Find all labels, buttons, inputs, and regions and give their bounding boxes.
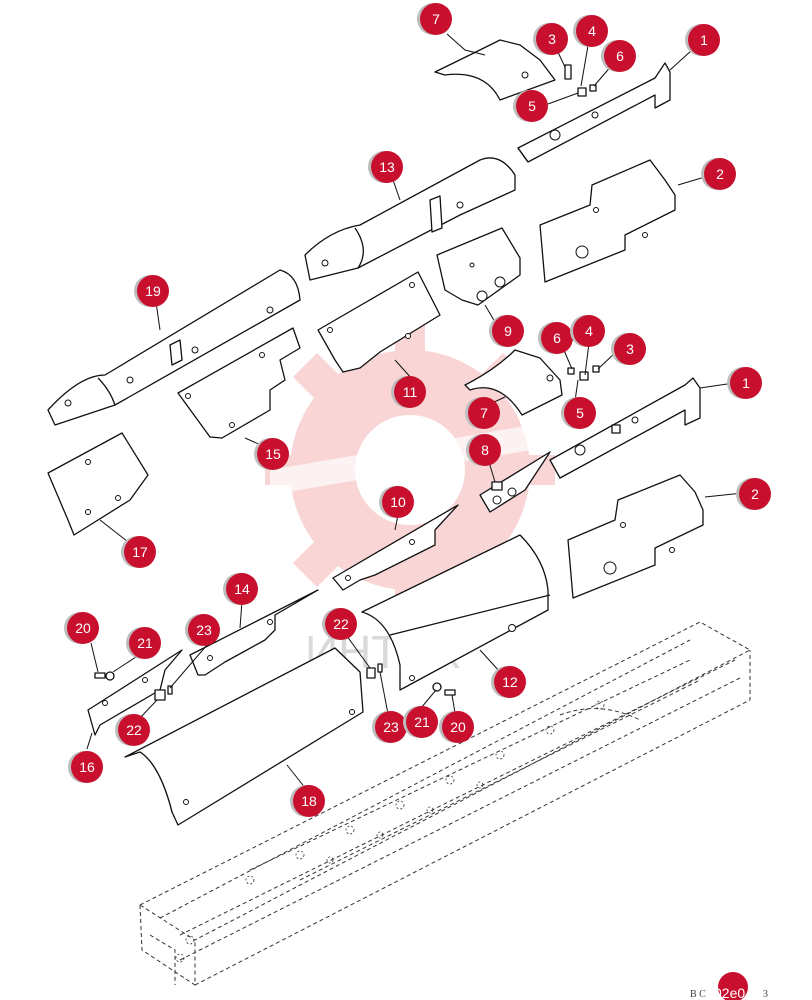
callout-21: 21 [126, 627, 161, 659]
svg-text:5: 5 [528, 98, 536, 114]
svg-text:20: 20 [75, 620, 91, 636]
callout-3: 3 [611, 333, 646, 365]
callout-8: 8 [466, 434, 501, 466]
svg-text:8: 8 [481, 442, 489, 458]
svg-text:6: 6 [616, 48, 624, 64]
svg-text:18: 18 [301, 793, 317, 809]
svg-text:3: 3 [763, 989, 768, 1000]
callout-13: 13 [368, 151, 403, 183]
callout-5: 5 [561, 397, 596, 429]
svg-text:21: 21 [137, 635, 153, 651]
callout-2: 2 [701, 158, 736, 190]
callout-1: 1 [727, 367, 762, 399]
callout-9: 9 [489, 315, 524, 347]
callout-21: 21 [403, 706, 438, 738]
callout-7: 7 [465, 397, 500, 429]
callout-23: 23 [185, 614, 220, 646]
callout-22: 22 [322, 608, 357, 640]
callout-23: 23 [372, 711, 407, 743]
svg-text:6: 6 [553, 330, 561, 346]
callout-11: 11 [391, 376, 426, 408]
svg-text:02e0: 02e0 [714, 985, 745, 1000]
svg-text:12: 12 [502, 674, 518, 690]
svg-text:14: 14 [234, 581, 250, 597]
svg-text:2: 2 [716, 166, 724, 182]
callout-3: 3 [533, 23, 568, 55]
svg-text:3: 3 [626, 341, 634, 357]
chassis-frame [138, 621, 752, 986]
svg-text:20: 20 [450, 719, 466, 735]
svg-text:1: 1 [700, 32, 708, 48]
drawing-code: B C 02e0 3 [690, 972, 768, 1000]
callout-15: 15 [254, 438, 289, 470]
svg-text:15: 15 [265, 446, 281, 462]
callout-18: 18 [290, 785, 325, 817]
svg-text:23: 23 [196, 622, 212, 638]
svg-text:3: 3 [548, 31, 556, 47]
callout-14: 14 [223, 573, 258, 605]
callout-20: 20 [64, 612, 99, 644]
svg-text:19: 19 [145, 283, 161, 299]
svg-text:23: 23 [383, 719, 399, 735]
svg-text:22: 22 [126, 722, 142, 738]
svg-text:10: 10 [390, 494, 406, 510]
svg-text:13: 13 [379, 159, 395, 175]
svg-text:2: 2 [751, 486, 759, 502]
svg-text:7: 7 [432, 11, 440, 27]
callout-7: 7 [417, 3, 452, 35]
svg-text:11: 11 [403, 384, 418, 400]
callout-4: 4 [573, 15, 608, 47]
callout-19: 19 [134, 275, 169, 307]
part-drawings [47, 39, 704, 826]
callouts: 7 3 4 6 1 5 13 2 19 9 6 4 3 11 1 7 5 15 … [64, 3, 771, 817]
callout-4: 4 [570, 315, 605, 347]
svg-text:5: 5 [576, 405, 584, 421]
callout-16: 16 [68, 751, 103, 783]
callout-6: 6 [601, 40, 636, 72]
svg-text:4: 4 [588, 23, 596, 39]
callout-17: 17 [121, 536, 156, 568]
callout-10: 10 [379, 486, 414, 518]
svg-text:16: 16 [79, 759, 95, 775]
callout-2: 2 [736, 478, 771, 510]
callout-22: 22 [115, 714, 150, 746]
svg-text:4: 4 [585, 323, 593, 339]
callout-20: 20 [439, 711, 474, 743]
callout-1: 1 [685, 24, 720, 56]
callout-12: 12 [491, 666, 526, 698]
svg-text:17: 17 [132, 544, 148, 560]
svg-text:9: 9 [504, 323, 512, 339]
svg-text:1: 1 [742, 375, 750, 391]
svg-text:22: 22 [333, 616, 349, 632]
svg-text:7: 7 [480, 405, 488, 421]
callout-6: 6 [538, 322, 573, 354]
svg-text:21: 21 [414, 714, 430, 730]
callout-5: 5 [513, 90, 548, 122]
svg-text:B C: B C [690, 989, 706, 1000]
